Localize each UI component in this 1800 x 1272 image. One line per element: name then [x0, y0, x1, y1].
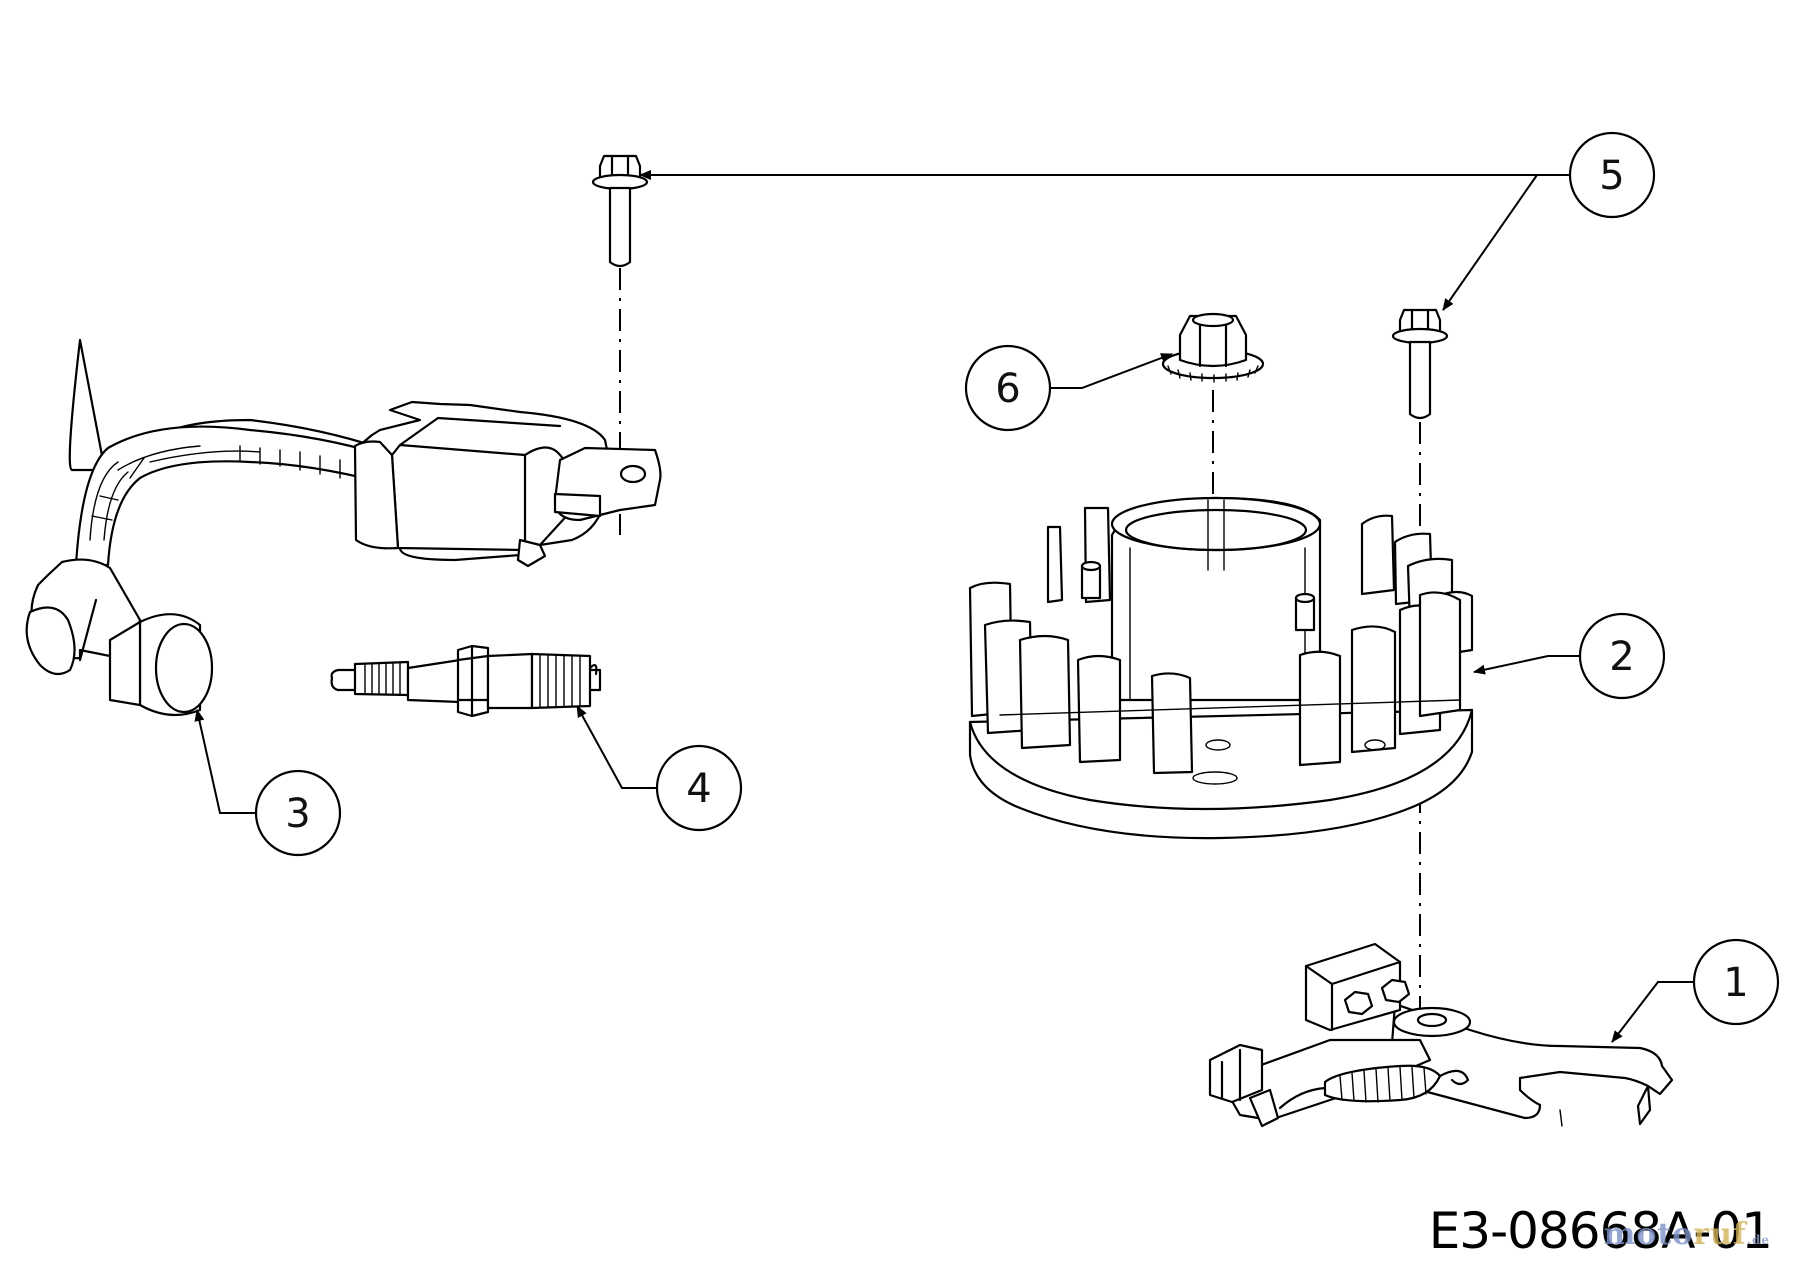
- callout-2: 2: [1473, 612, 1666, 700]
- watermark-logo: motoruf.de: [1603, 1217, 1770, 1252]
- callout-3: 3: [194, 709, 342, 857]
- callout-label-3: 3: [285, 791, 310, 837]
- spark-plug-part-4[interactable]: [330, 644, 602, 718]
- callout-6: 6: [964, 344, 1173, 432]
- callout-4: 4: [576, 705, 743, 832]
- flange-nut-part-6[interactable]: [1161, 312, 1265, 565]
- callout-label-1: 1: [1723, 960, 1748, 1006]
- ignition-coil-part-3[interactable]: [25, 338, 662, 717]
- callout-label-5: 5: [1599, 153, 1624, 199]
- bolt-part-5-left[interactable]: [591, 154, 649, 535]
- callout-5: 5: [639, 131, 1656, 311]
- drawing-code: E3-08668A-01: [1428, 1202, 1773, 1260]
- flywheel-part-2[interactable]: [968, 496, 1474, 840]
- callout-label-6: 6: [995, 366, 1020, 412]
- callout-1: 1: [1611, 938, 1780, 1043]
- brake-bracket-part-1[interactable]: [1208, 942, 1674, 1128]
- callout-label-2: 2: [1609, 634, 1634, 680]
- callout-label-4: 4: [686, 766, 711, 812]
